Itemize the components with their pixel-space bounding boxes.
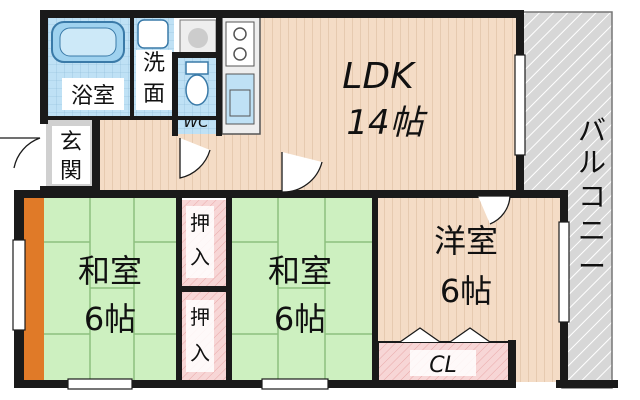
oshiire-lower-label-2: 入	[190, 341, 210, 365]
oshiire-lower-label-1: 押	[190, 305, 210, 329]
washroom: 洗 面	[134, 16, 217, 116]
balcony-char: バ	[578, 114, 606, 147]
washitsu-right-size: 6帖	[274, 300, 326, 338]
washitsu-right-name: 和室	[268, 252, 332, 290]
washroom-label-2: 面	[143, 82, 165, 107]
kitchen-stove	[225, 21, 255, 67]
entrance: 玄 関	[46, 120, 96, 190]
youshitsu-room: 洋室 6帖	[376, 196, 562, 382]
oshiire-lower: 押 入	[182, 292, 228, 382]
closet-label: CL	[429, 353, 457, 378]
bath-room: 浴室	[46, 16, 132, 116]
oshiire-upper-label-2: 入	[190, 245, 210, 269]
entrance-label-2: 関	[60, 159, 82, 184]
balcony-char: ニ	[578, 214, 606, 247]
washitsu-left: 和室 6帖	[24, 196, 180, 382]
ldk-name: LDK	[342, 56, 416, 97]
oshiire-upper: 押 入	[182, 200, 228, 286]
wc-room: WC	[176, 58, 216, 134]
entrance-label-1: 玄	[60, 130, 82, 155]
washitsu-left-name: 和室	[78, 252, 142, 290]
oshiire-upper-label-1: 押	[190, 211, 210, 235]
washitsu-right: 和室 6帖	[232, 196, 372, 382]
bath-label: 浴室	[71, 84, 115, 109]
wc-label: WC	[183, 113, 209, 131]
balcony-char: ル	[578, 146, 606, 179]
washroom-label-1: 洗	[143, 51, 165, 76]
windows	[12, 54, 570, 390]
balcony-label: バ ル コ ニ ー	[578, 114, 606, 283]
closet: CL	[377, 341, 513, 383]
doors	[0, 137, 511, 343]
washitsu-left-size: 6帖	[84, 300, 136, 338]
balcony-char: ー	[578, 250, 606, 283]
youshitsu-size: 6帖	[440, 272, 492, 310]
kitchen-sink	[225, 73, 255, 125]
ldk-size: 14帖	[346, 103, 428, 143]
balcony-char: コ	[578, 180, 606, 213]
youshitsu-name: 洋室	[434, 222, 498, 260]
